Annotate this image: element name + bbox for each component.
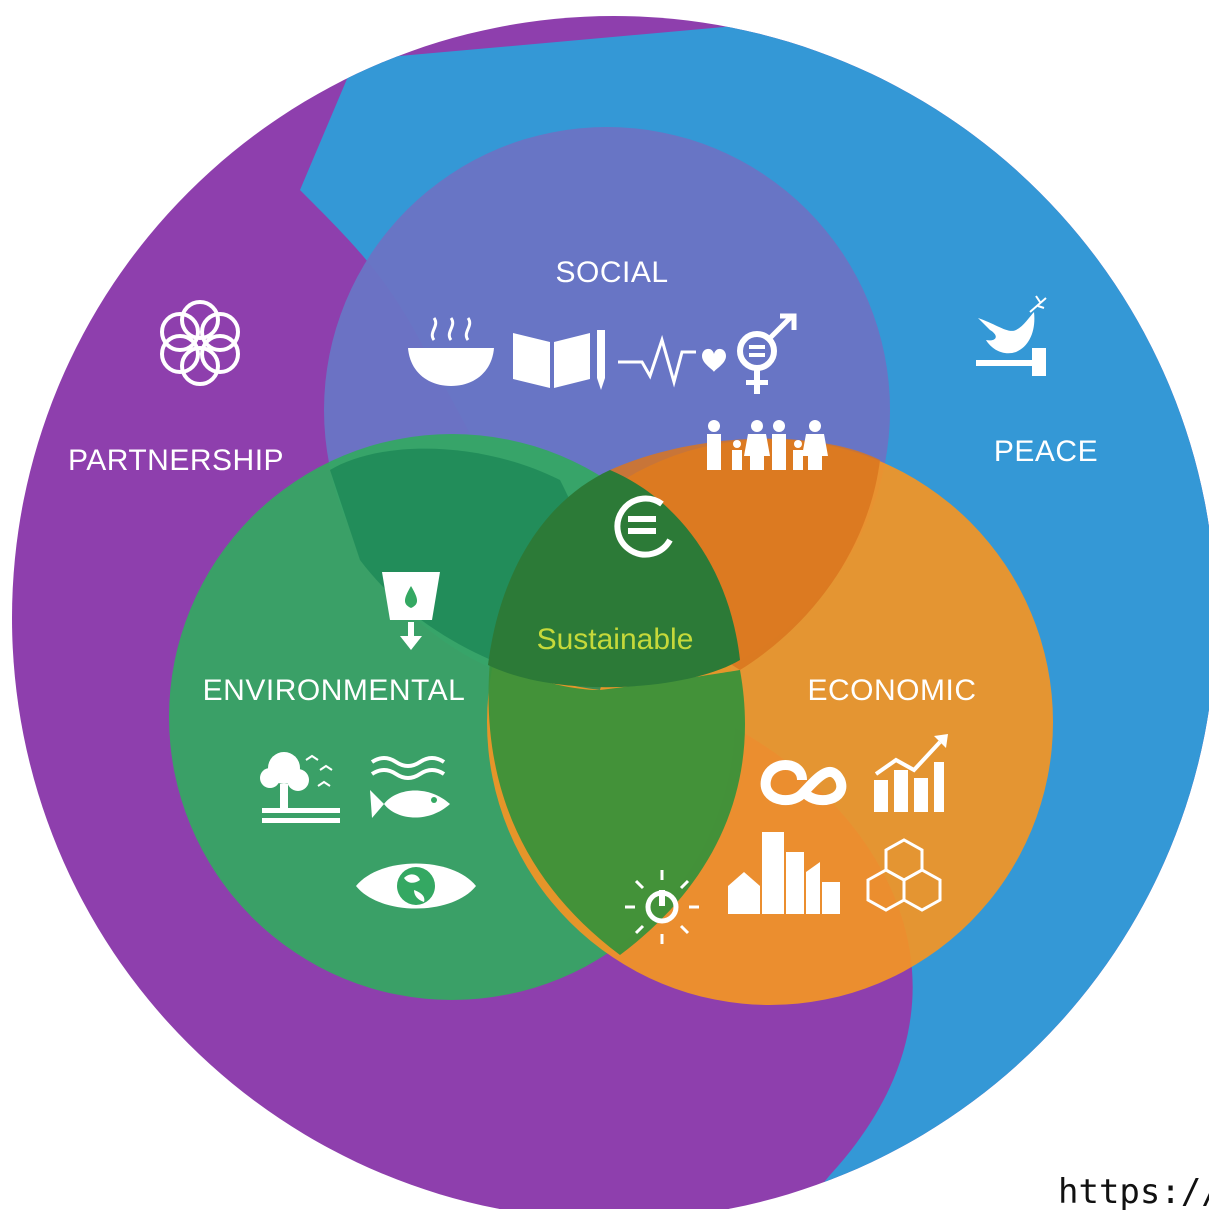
tree-birds-icon: [260, 752, 340, 823]
sun-power-icon: [625, 870, 699, 944]
environmental-economic-overlap: [488, 660, 745, 955]
flower-rings-icon: [160, 300, 240, 386]
center-label: Sustainable: [537, 623, 694, 656]
peace-label: PEACE: [994, 435, 1098, 468]
dove-gavel-icon: [976, 295, 1047, 376]
partnership-label: PARTNERSHIP: [68, 444, 284, 477]
water-drop-glass-icon: [382, 572, 440, 650]
eye-globe-icon: [356, 863, 476, 909]
heartbeat-icon: [618, 334, 726, 388]
infinity-icon: [760, 760, 847, 806]
growth-chart-icon: [874, 734, 948, 812]
waves-fish-icon: [370, 756, 450, 818]
venn-circles: [169, 127, 1053, 1005]
gender-equality-icon: [737, 313, 797, 394]
equality-circle-icon: [614, 495, 673, 558]
economic-label: ECONOMIC: [808, 674, 977, 707]
social-label: SOCIAL: [555, 256, 668, 289]
city-buildings-icon: [728, 832, 840, 914]
family-icon: [707, 420, 828, 470]
food-bowl-icon: [408, 317, 494, 386]
book-pencil-icon: [513, 330, 605, 390]
environmental-label: ENVIRONMENTAL: [203, 674, 466, 707]
cubes-icon: [866, 838, 942, 912]
center-overlap: [488, 470, 740, 688]
cropped-url-text: https://: [1058, 1172, 1209, 1212]
